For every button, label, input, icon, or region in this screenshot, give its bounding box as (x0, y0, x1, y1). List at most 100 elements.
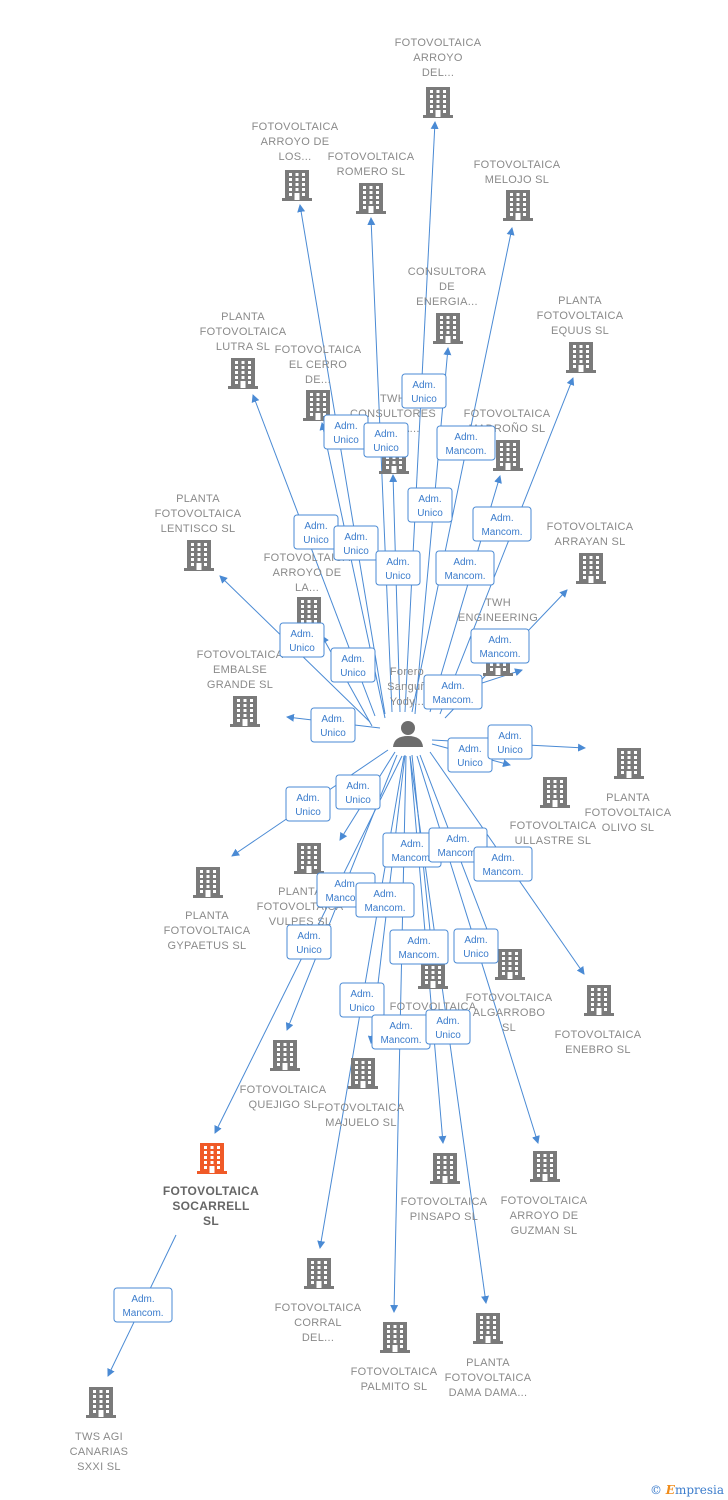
building-icon[interactable] (304, 1258, 334, 1289)
edge-role-badge: Adm.Mancom. (389, 929, 449, 965)
building-icon[interactable] (282, 170, 312, 201)
company-name-line: FOTOVOLTAICA (240, 1084, 327, 1096)
edge-role-badge: Adm.Unico (339, 982, 385, 1018)
edge-role-badge: Adm.Mancom. (435, 550, 495, 586)
edge-role-text: Mancom. (364, 903, 405, 914)
company-node[interactable]: FOTOVOLTAICACORRALDEL... (275, 1258, 362, 1344)
company-name-line: FOTOVOLTAICA (537, 310, 624, 322)
building-icon[interactable] (228, 358, 258, 389)
person-name-line: Forero (390, 666, 424, 678)
building-icon[interactable] (495, 949, 525, 980)
edge-role-text: Mancom. (445, 446, 486, 457)
building-icon[interactable] (540, 777, 570, 808)
building-icon[interactable] (294, 843, 324, 874)
edge-role-badge: Adm.Unico (487, 724, 533, 760)
edge-role-badge: Adm.Unico (407, 487, 453, 523)
building-icon[interactable] (614, 748, 644, 779)
building-icon[interactable] (493, 440, 523, 471)
building-icon[interactable] (197, 1143, 227, 1174)
company-name-line: ARROYO (413, 52, 463, 64)
edge-role-text: Adm. (498, 731, 521, 742)
building-icon[interactable] (193, 867, 223, 898)
company-node[interactable]: FOTOVOLTAICAARROYODEL... (395, 37, 482, 118)
company-name-line: FOTOVOLTAICA (464, 408, 551, 420)
company-name-line: LUTRA SL (216, 341, 270, 353)
building-icon[interactable] (433, 313, 463, 344)
building-icon[interactable] (380, 1322, 410, 1353)
building-icon[interactable] (230, 696, 260, 727)
building-icon[interactable] (530, 1151, 560, 1182)
edge-role-text: Unico (385, 571, 411, 582)
company-name-line: CONSULTORA (408, 266, 487, 278)
building-icon[interactable] (576, 553, 606, 584)
company-name-line: CANARIAS (70, 1446, 129, 1458)
edge-role-text: Unico (349, 1003, 375, 1014)
building-icon[interactable] (423, 87, 453, 118)
company-name-line: OLIVO SL (602, 822, 655, 834)
edge-role-text: Mancom. (398, 950, 439, 961)
company-node[interactable]: CONSULTORADEENERGIA... (408, 266, 487, 344)
building-icon[interactable] (566, 342, 596, 373)
edge-role-text: Adm. (400, 839, 423, 850)
edge-role-badge: Adm.Unico (286, 924, 332, 960)
building-icon[interactable] (270, 1040, 300, 1071)
company-name-line: EQUUS SL (551, 325, 609, 337)
company-name-line: SXXI SL (77, 1461, 121, 1473)
edge-role-text: Adm. (334, 879, 357, 890)
building-icon[interactable] (184, 540, 214, 571)
edge-role-text: Adm. (453, 557, 476, 568)
company-name-line: PLANTA (278, 886, 322, 898)
building-icon[interactable] (86, 1387, 116, 1418)
company-name-line: ARROYO DE (261, 136, 330, 148)
edge-labels-layer: Adm.UnicoAdm.UnicoAdm.UnicoAdm.UnicoAdm.… (113, 373, 533, 1323)
company-name-line: EL CERRO (289, 359, 347, 371)
edge-role-badge: Adm.Mancom. (470, 628, 530, 664)
edge-role-text: Unico (333, 435, 359, 446)
company-name-line: FOTOVOLTAICA (163, 1184, 259, 1198)
company-name-line: PLANTA (466, 1357, 510, 1369)
edge-person-n2 (297, 204, 386, 715)
edge-role-text: Unico (417, 508, 443, 519)
person-node[interactable]: ForeroSanguñYody... (387, 666, 427, 747)
edge-role-badge: Adm.Mancom. (428, 827, 488, 863)
building-icon[interactable] (430, 1153, 460, 1184)
building-icon[interactable] (584, 985, 614, 1016)
edge-role-text: Unico (457, 758, 483, 769)
building-icon[interactable] (348, 1058, 378, 1089)
edge-role-text: Mancom. (380, 1035, 421, 1046)
company-name-line: ARROYO DE (510, 1210, 579, 1222)
building-icon[interactable] (503, 190, 533, 221)
company-name-line: FOTOVOLTAICA (164, 925, 251, 937)
building-icon[interactable] (356, 183, 386, 214)
company-name-line: GRANDE SL (207, 679, 273, 691)
edge-role-badge: Adm.Mancom. (436, 425, 496, 461)
building-icon[interactable] (473, 1313, 503, 1344)
edge-role-text: Mancom. (325, 893, 366, 904)
company-name-line: ARRAYAN SL (554, 536, 625, 548)
edge-role-text: Mancom. (481, 527, 522, 538)
